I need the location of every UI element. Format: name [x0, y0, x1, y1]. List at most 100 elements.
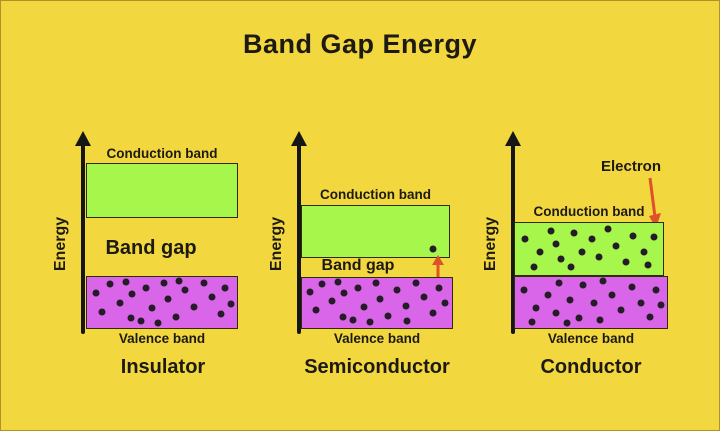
electron-dot — [200, 279, 208, 287]
electron-dot — [644, 261, 652, 269]
electron-dot — [334, 278, 342, 286]
electron-dot — [227, 300, 235, 308]
electron-dot — [435, 284, 442, 292]
electron-dot — [354, 284, 361, 292]
band-gap-label: Band gap — [105, 237, 197, 259]
electron-label: Electron — [600, 158, 661, 175]
electron-dot — [142, 284, 149, 292]
electron-dot — [650, 233, 658, 241]
electron-dot — [164, 295, 172, 303]
electron-dot — [366, 318, 373, 326]
electron-dot — [646, 313, 654, 321]
electron-dot — [181, 286, 188, 294]
electron-dot — [566, 296, 574, 304]
electron-dot — [160, 279, 167, 287]
electron-dot — [599, 277, 607, 285]
electron-dot — [106, 280, 113, 288]
electron-dot — [608, 291, 616, 299]
energy-axis-arrowhead-icon — [505, 131, 521, 146]
electron-dot — [532, 304, 540, 312]
electron-dot — [530, 263, 538, 271]
panel-caption-conductor: Conductor — [540, 356, 642, 378]
electron-dot — [175, 277, 182, 285]
electron-dot — [536, 248, 544, 256]
conduction-band-box — [86, 163, 238, 218]
electron-dot — [393, 286, 400, 294]
electron-dot — [420, 293, 427, 301]
electron-dot — [563, 319, 571, 327]
electron-dot — [116, 299, 124, 306]
energy-axis — [297, 144, 301, 334]
electron-dot — [360, 303, 367, 311]
electron-dot — [520, 286, 528, 294]
valence-band-box — [86, 276, 238, 329]
electron-dot — [588, 235, 596, 243]
electron-dot — [528, 318, 536, 326]
electron-dot — [318, 280, 325, 288]
electron-dot — [312, 306, 319, 314]
electron-dot — [127, 314, 134, 322]
energy-axis-arrowhead-icon — [291, 131, 307, 146]
valence-band-label: Valence band — [118, 331, 206, 346]
electron-dot — [628, 283, 636, 291]
band-gap-label: Band gap — [321, 257, 395, 274]
electron-dot — [604, 225, 612, 233]
panel-caption-semiconductor: Semiconductor — [304, 356, 450, 378]
electron-dot — [429, 245, 437, 253]
electron-dot — [412, 279, 420, 287]
valence-band-box — [514, 276, 668, 329]
electron-dot — [172, 313, 179, 321]
electron-dot — [340, 289, 348, 297]
electron-dot — [221, 284, 229, 292]
electron-pointer-arrow-icon — [648, 177, 661, 228]
electron-dot — [547, 227, 555, 235]
electron-dot — [557, 255, 565, 263]
energy-axis-arrowhead-icon — [75, 131, 91, 146]
energy-axis-label: Energy — [52, 216, 69, 272]
electron-dot — [652, 286, 660, 294]
electron-dot — [629, 232, 637, 240]
electron-dot — [190, 303, 197, 311]
electron-dot — [92, 289, 100, 297]
energy-axis-label: Energy — [268, 216, 285, 272]
electron-dot — [570, 229, 578, 237]
electron-dot — [372, 279, 379, 287]
energy-axis — [81, 144, 85, 334]
electron-dot — [596, 316, 604, 324]
electron-dot — [590, 299, 598, 306]
electron-dot — [154, 319, 161, 327]
valence-band-label: Valence band — [547, 331, 635, 346]
valence-band-box — [301, 277, 453, 329]
electron-dot — [637, 299, 645, 306]
electron-dot — [328, 297, 336, 305]
conduction-band-box — [514, 222, 664, 276]
electron-dot — [544, 291, 552, 299]
energy-axis — [511, 144, 515, 334]
electron-dot — [657, 301, 665, 309]
electron-dot — [376, 295, 384, 303]
electron-dot — [552, 240, 560, 248]
electron-dot — [612, 242, 620, 250]
electron-dot — [384, 312, 391, 320]
electron-dot — [575, 314, 583, 322]
electron-dot — [521, 235, 529, 243]
conduction-band-label: Conduction band — [106, 146, 218, 161]
conduction-band-box — [301, 205, 450, 258]
electron-dot — [555, 279, 563, 287]
valence-band-label: Valence band — [333, 331, 421, 346]
electron-dot — [217, 310, 224, 318]
electron-dot — [622, 258, 630, 266]
electron-dot — [306, 288, 313, 296]
electron-dot — [579, 281, 587, 289]
electron-dot — [578, 248, 586, 256]
electron-dot — [148, 304, 155, 312]
conduction-band-label: Conduction band — [320, 187, 431, 202]
electron-dot — [617, 306, 625, 314]
conduction-band-label: Conduction band — [533, 204, 645, 219]
electron-dot — [640, 248, 648, 256]
energy-axis-label: Energy — [482, 216, 499, 272]
electron-dot — [137, 317, 145, 325]
electron-dot — [349, 316, 357, 324]
electron-dot — [208, 293, 215, 301]
